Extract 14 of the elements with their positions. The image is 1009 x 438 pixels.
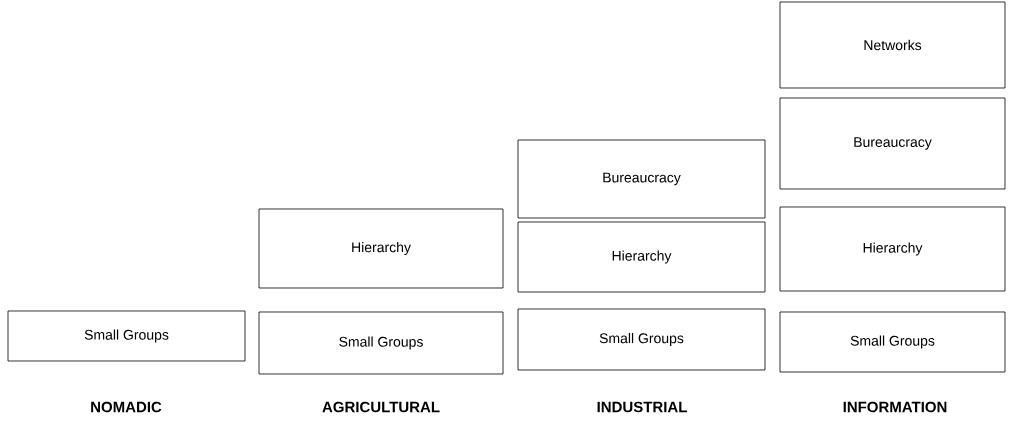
stage-box: Small Groups [7, 310, 246, 362]
stage-box: Hierarchy [517, 221, 766, 293]
era-label: NOMADIC [91, 401, 162, 413]
stage-box: Hierarchy [779, 206, 1006, 292]
stage-box: Bureaucracy [517, 139, 766, 219]
era-label: INFORMATION [843, 401, 947, 413]
era-label: INDUSTRIAL [597, 401, 687, 413]
stage-box: Networks [779, 1, 1006, 89]
stage-box: Small Groups [517, 308, 766, 371]
stage-box: Hierarchy [258, 208, 504, 289]
stage-box: Small Groups [779, 311, 1006, 373]
stage-box: Small Groups [258, 311, 504, 375]
stage-box: Bureaucracy [779, 97, 1006, 190]
era-label: AGRICULTURAL [322, 401, 440, 413]
